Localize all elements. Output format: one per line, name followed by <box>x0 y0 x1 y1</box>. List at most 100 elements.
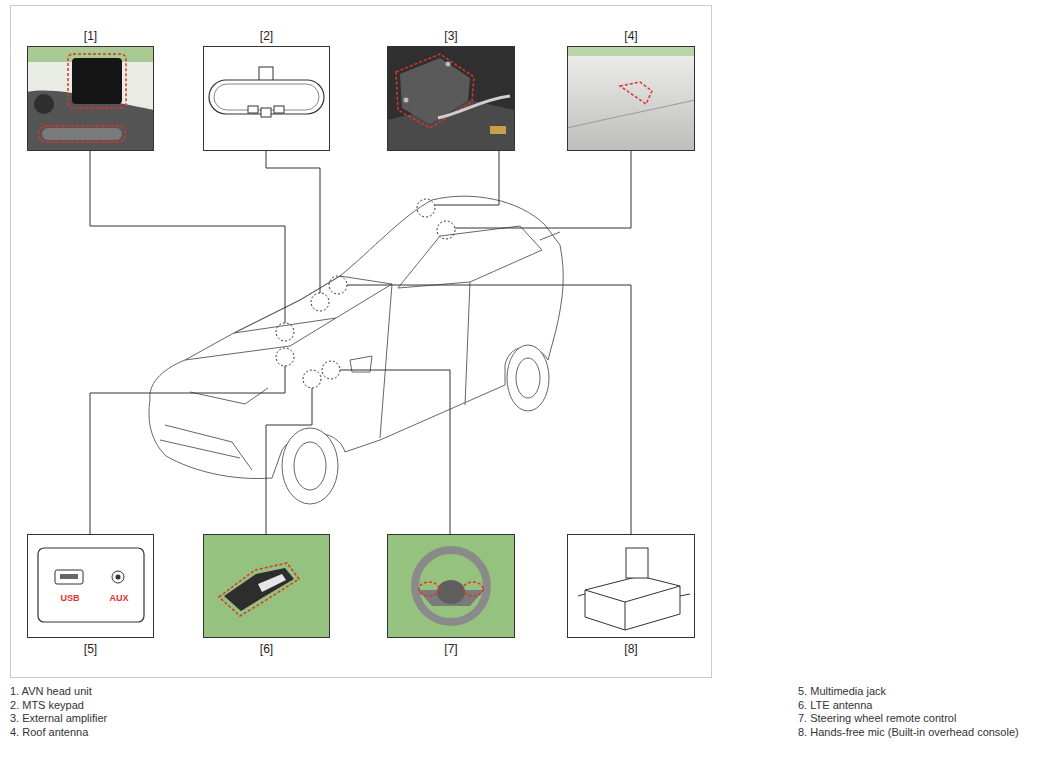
location-circle <box>311 293 329 311</box>
location-circle <box>417 199 435 217</box>
side-window <box>398 226 542 288</box>
callout-number: [2] <box>204 29 329 43</box>
callout-number: [3] <box>388 29 514 43</box>
mic-tabs <box>578 594 690 596</box>
front-wheel <box>282 428 338 504</box>
leader-lines <box>90 151 631 534</box>
part-name: 1. AVN head unit <box>10 685 92 698</box>
picture-box: [8] <box>567 534 695 638</box>
callout-number: [5] <box>28 642 153 656</box>
mirror-glass <box>214 84 319 110</box>
air-vent <box>34 94 54 114</box>
part-name: 4. Roof antenna <box>10 726 88 739</box>
location-circle <box>322 361 340 379</box>
part-name: 7. Steering wheel remote control <box>798 712 956 725</box>
leader-line <box>340 370 450 534</box>
photo-band <box>567 46 695 56</box>
usb-port <box>55 570 83 584</box>
mic-connector <box>626 548 648 578</box>
leader-line <box>435 151 499 205</box>
wheel-rim <box>415 550 487 622</box>
highlight-outline <box>68 54 126 108</box>
location-circle <box>437 221 455 239</box>
location-circles <box>276 199 455 388</box>
keypad-button <box>274 106 284 113</box>
location-circle <box>303 370 321 388</box>
mirror-drawing <box>203 46 330 151</box>
roof-photo <box>567 46 695 151</box>
callout-number: [4] <box>568 29 694 43</box>
part-name: 8. Hands-free mic (Built-in overhead con… <box>798 726 1019 739</box>
screw <box>446 62 451 67</box>
door-line <box>380 282 470 438</box>
spoiler <box>540 232 560 240</box>
callout-number: [8] <box>568 642 694 656</box>
picture-box: [2] <box>203 46 330 151</box>
wheel-hub <box>437 580 465 604</box>
highlight-outline <box>620 82 652 104</box>
steering-wheel-photo <box>387 534 515 638</box>
car-body <box>149 196 563 478</box>
port-label: AUX <box>109 593 128 603</box>
photo-ground <box>203 46 330 151</box>
aux-hole <box>116 575 121 580</box>
part-name: 3. External amplifier <box>10 712 107 725</box>
roof-edge <box>567 100 695 128</box>
keypad-button <box>261 108 271 117</box>
mic-body <box>585 576 680 630</box>
picture-box: [3] <box>387 46 515 151</box>
usb-tongue <box>60 574 78 579</box>
connector <box>490 126 506 134</box>
jack-drawing <box>27 534 154 638</box>
head-unit-photo <box>27 46 154 151</box>
photo-ground <box>387 46 515 151</box>
front-rim <box>294 442 326 490</box>
picture-box: [1] <box>27 46 154 151</box>
leader-line <box>266 388 312 534</box>
photo-ground <box>387 534 515 638</box>
photo-ground <box>27 534 154 638</box>
photo-ground <box>567 46 695 151</box>
callout-number: [7] <box>388 642 514 656</box>
location-circle <box>276 348 294 366</box>
mic-drawing <box>567 534 695 638</box>
leader-line <box>347 285 631 534</box>
frame <box>11 6 712 678</box>
grille <box>160 425 252 470</box>
keypad-button <box>248 106 258 113</box>
callout-number: [1] <box>28 29 153 43</box>
leader-line <box>266 151 320 293</box>
part-name: 2. MTS keypad <box>10 699 84 712</box>
mic-edges <box>585 586 680 630</box>
highlight-outline <box>419 582 439 596</box>
leader-line <box>90 366 285 534</box>
photo-ground <box>27 46 154 151</box>
rear-wheel <box>507 345 549 411</box>
highlight-outline <box>396 54 474 128</box>
picture-box: [6] <box>203 534 330 638</box>
jack-panel <box>38 548 144 622</box>
rear-rim <box>516 358 540 398</box>
location-circle <box>329 276 347 294</box>
location-circle <box>276 323 294 341</box>
part-name: 6. LTE antenna <box>798 699 872 712</box>
highlight-outline <box>463 582 483 596</box>
hood-line <box>185 318 336 360</box>
aux-jack <box>112 571 124 583</box>
headlight <box>190 388 268 404</box>
part-name: 5. Multimedia jack <box>798 685 886 698</box>
photo-ground <box>203 534 330 638</box>
highlight-outline <box>39 126 125 142</box>
cable <box>438 96 510 118</box>
callout-number: [6] <box>204 642 329 656</box>
port-label: USB <box>60 593 79 603</box>
car-drawing <box>149 196 563 504</box>
picture-box: [7] <box>387 534 515 638</box>
button-strip <box>42 128 122 140</box>
leader-line <box>90 151 285 323</box>
photo-ground <box>567 534 695 638</box>
screw <box>404 98 409 103</box>
picture-box: [4] <box>567 46 695 151</box>
